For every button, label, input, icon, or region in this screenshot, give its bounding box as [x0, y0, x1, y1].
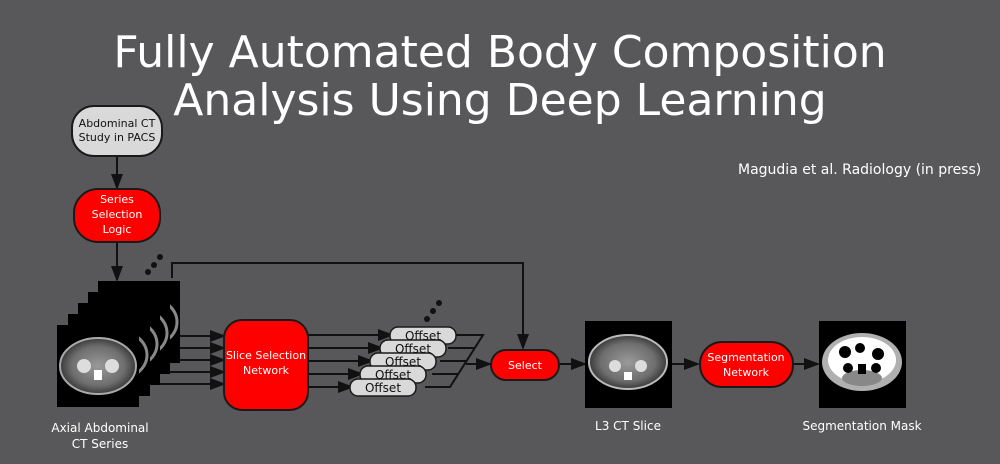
stack-ellipsis-icon	[145, 254, 163, 275]
pacs-label-1: Abdominal CT	[79, 117, 156, 130]
ct-slice-front	[57, 325, 139, 407]
select-label: Select	[508, 359, 543, 372]
node-slice-selection-network: Slice Selection Network	[223, 319, 309, 411]
node-select: Select	[490, 349, 560, 381]
slice-net-label-1: Slice Selection	[226, 349, 306, 362]
arrow-bypass-to-select	[171, 262, 529, 350]
ct-series-caption-1: Axial Abdominal	[51, 421, 149, 435]
segmentation-mask-image	[819, 321, 906, 408]
offset-stack: Offset Offset Offset Offset Offset	[349, 326, 457, 397]
title-line-1: Fully Automated Body Composition	[113, 27, 887, 78]
slice-net-label-2: Network	[243, 364, 290, 377]
series-label-3: Logic	[103, 223, 132, 236]
offset-merge-lines	[425, 334, 485, 388]
mask-caption: Segmentation Mask	[802, 419, 922, 433]
node-segmentation-network: Segmentation Network	[699, 341, 794, 388]
offset-ellipsis-icon	[424, 300, 442, 322]
node-pacs: Abdominal CT Study in PACS	[71, 105, 163, 157]
series-label-2: Selection	[92, 208, 143, 221]
ct-series-caption-2: CT Series	[71, 437, 129, 451]
series-label-1: Series	[100, 193, 134, 206]
ct-series-stack	[57, 281, 180, 407]
l3-slice-caption: L3 CT Slice	[595, 419, 661, 433]
ct-series-caption: Axial Abdominal CT Series	[40, 420, 160, 452]
segnet-label-2: Network	[723, 366, 770, 379]
segnet-label-1: Segmentation	[707, 351, 784, 364]
node-series-selection: Series Selection Logic	[73, 188, 161, 243]
pacs-label-2: Study in PACS	[79, 131, 156, 144]
offset-node-5: Offset	[349, 378, 417, 397]
l3-ct-slice-image	[585, 321, 672, 408]
title-line-2: Analysis Using Deep Learning	[173, 75, 827, 126]
connectors	[111, 156, 820, 393]
svg-text:Offset: Offset	[365, 381, 401, 395]
citation: Magudia et al. Radiology (in press)	[738, 162, 982, 178]
